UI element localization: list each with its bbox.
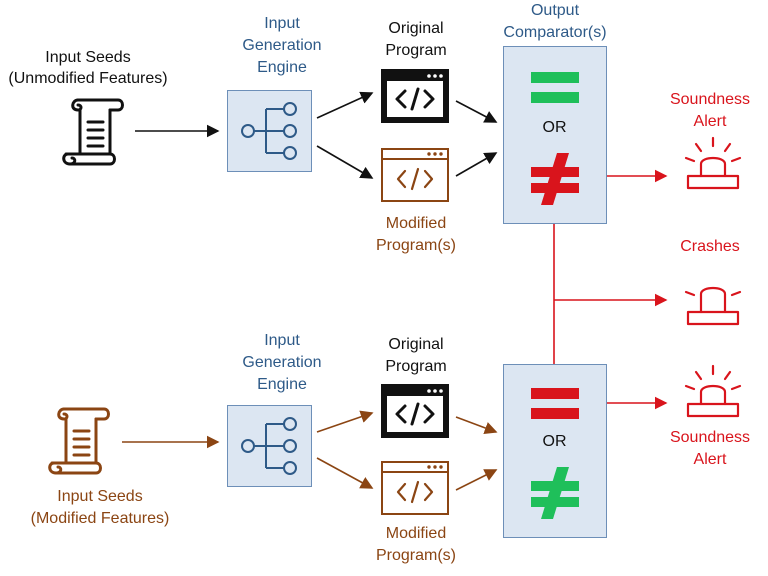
or-label-bottom: OR bbox=[542, 433, 567, 450]
arrow-engine-to-modified-top bbox=[316, 145, 374, 179]
code-window-icon bbox=[381, 384, 449, 438]
equals-icon bbox=[531, 72, 579, 103]
not-equal-icon bbox=[531, 467, 579, 519]
comparator-box-top: OR bbox=[503, 46, 607, 224]
original-label-bottom-2: Program bbox=[385, 358, 447, 375]
alert-label-bottom-1: Soundness bbox=[669, 429, 751, 446]
code-window-icon bbox=[381, 148, 449, 202]
siren-icon bbox=[684, 136, 742, 190]
modified-label-top-2: Program(s) bbox=[375, 237, 456, 254]
code-window-icon bbox=[381, 69, 449, 123]
original-label-top-2: Program bbox=[385, 42, 447, 59]
siren-icon bbox=[684, 364, 742, 418]
arrow-original-to-comparator-top bbox=[455, 100, 498, 123]
engine-label-top-2: Generation bbox=[242, 37, 322, 54]
engine-label-bottom-1: Input bbox=[264, 332, 300, 349]
arrow-engine-to-modified-bottom bbox=[316, 457, 374, 489]
seeds-subtitle-bottom: (Modified Features) bbox=[30, 510, 170, 527]
alert-label-bottom-2: Alert bbox=[693, 451, 727, 468]
tree-icon bbox=[241, 102, 297, 160]
code-window-icon bbox=[381, 461, 449, 515]
crashes-label: Crashes bbox=[680, 238, 740, 255]
arrow-engine-to-original-top bbox=[316, 91, 374, 119]
arrow-modified-to-comparator-top bbox=[455, 152, 498, 177]
alert-label-top-2: Alert bbox=[693, 113, 727, 130]
seeds-subtitle-top: (Unmodified Features) bbox=[8, 70, 168, 87]
comparator-label-1: Output bbox=[530, 2, 580, 19]
seeds-title-top: Input Seeds bbox=[45, 49, 131, 66]
engine-label-top-1: Input bbox=[264, 15, 300, 32]
seeds-title-bottom: Input Seeds bbox=[57, 488, 143, 505]
engine-label-top-3: Engine bbox=[257, 59, 307, 76]
original-label-bottom-1: Original bbox=[388, 336, 444, 353]
alert-label-top-1: Soundness bbox=[669, 91, 751, 108]
tree-icon bbox=[241, 417, 297, 475]
modified-label-top-1: Modified bbox=[385, 215, 447, 232]
modified-label-bottom-2: Program(s) bbox=[375, 547, 456, 564]
engine-label-bottom-2: Generation bbox=[242, 354, 322, 371]
arrow-original-to-comparator-bottom bbox=[455, 416, 498, 435]
original-label-top-1: Original bbox=[388, 20, 444, 37]
engine-box-bottom bbox=[227, 405, 312, 487]
scroll-icon bbox=[48, 407, 110, 475]
engine-box-top bbox=[227, 90, 312, 172]
or-label-top: OR bbox=[542, 119, 567, 136]
siren-icon bbox=[684, 286, 742, 326]
equals-icon bbox=[531, 388, 579, 419]
modified-label-bottom-1: Modified bbox=[385, 525, 447, 542]
arrow-modified-to-comparator-bottom bbox=[455, 469, 498, 491]
comparator-box-bottom: OR bbox=[503, 364, 607, 538]
comparator-label-2: Comparator(s) bbox=[503, 24, 607, 41]
arrow-engine-to-original-bottom bbox=[316, 410, 374, 433]
not-equal-icon bbox=[531, 153, 579, 205]
scroll-icon bbox=[62, 98, 124, 166]
engine-label-bottom-3: Engine bbox=[257, 376, 307, 393]
